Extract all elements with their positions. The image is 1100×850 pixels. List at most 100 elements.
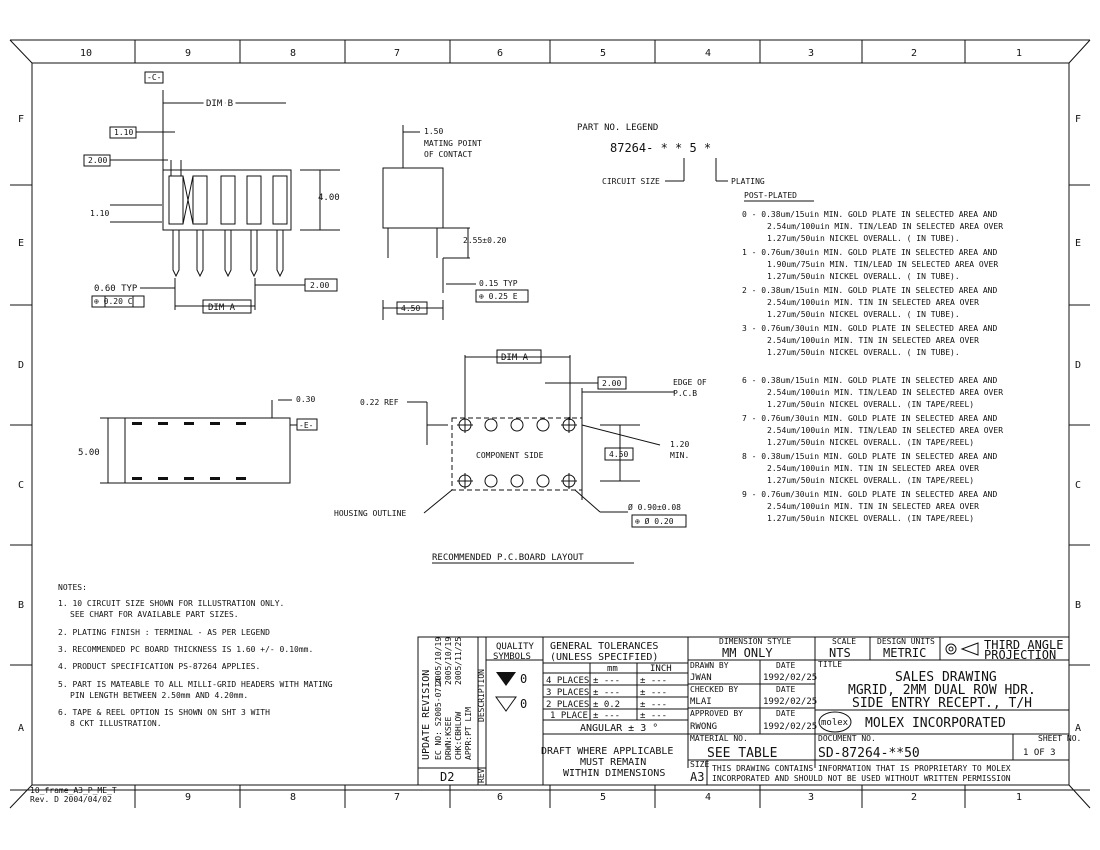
dim-255-label: 2.55±0.20: [463, 236, 507, 245]
zone-left-f: F: [18, 114, 24, 125]
drawing-text: 1.90um/75uin MIN. TIN/LEAD IN SELECTED A…: [767, 260, 998, 269]
dim-110-top: 1.10: [114, 128, 133, 137]
drawing-text: 0 - 0.38um/15uin MIN. GOLD PLATE IN SELE…: [742, 210, 997, 219]
projection-label-1: THIRD ANGLE: [984, 638, 1063, 652]
sheet-label: SHEET NO.: [1038, 734, 1081, 743]
rev-date-1: 2005/10/19: [434, 637, 443, 685]
dim-500-label: 5.00: [78, 448, 100, 458]
proprietary-line-2: INCORPORATED AND SHOULD NOT BE USED WITH…: [712, 774, 1011, 783]
drawing-text: 4 PLACES: [546, 676, 589, 686]
gen-tol-label-2: (UNLESS SPECIFIED): [550, 652, 658, 663]
company-name: MOLEX INCORPORATED: [865, 716, 1006, 731]
zone-bottom-3: 3: [808, 792, 814, 803]
housing-outline-label: HOUSING OUTLINE: [334, 509, 406, 518]
drawing-text: 3 - 0.76um/30uin MIN. GOLD PLATE IN SELE…: [742, 324, 997, 333]
draft-label-2: MUST REMAIN: [580, 757, 646, 768]
zone-right-c: C: [1075, 480, 1081, 491]
drawing-text: 1. 10 CIRCUIT SIZE SHOWN FOR ILLUSTRATIO…: [58, 599, 284, 608]
zone-top-10: 10: [80, 48, 92, 59]
title-block: QUALITY SYMBOLS 0 0 GENERAL TOLERANCES (…: [485, 636, 1081, 786]
quality-triangle-outline-icon: [495, 696, 517, 712]
scale-value: NTS: [829, 646, 851, 660]
rev-update-label: UPDATE REVISION: [421, 670, 432, 760]
pcb-layout-title: RECOMMENDED P.C.BOARD LAYOUT: [432, 553, 584, 563]
drawing-text: 2 PLACES: [546, 700, 589, 710]
drawing-text: 1.27um/50uin NICKEL OVERALL. ( IN TUBE).: [767, 272, 960, 281]
dim-style-value: MM ONLY: [722, 646, 773, 660]
rev-chkd: CHK:CBHLOW: [454, 712, 463, 760]
typ-015-label: 0.15 TYP: [479, 279, 518, 288]
sheet-frame: 10 9 8 7 6 5 4 3 2 1 9 8 7 6 5 4 3 2 1 F…: [9, 39, 1091, 809]
drawing-text: 4. PRODUCT SPECIFICATION PS-87264 APPLIE…: [58, 662, 260, 671]
zone-bottom-8: 8: [290, 792, 296, 803]
zone-bottom-1: 1: [1016, 792, 1022, 803]
plating-options: 0 - 0.38um/15uin MIN. GOLD PLATE IN SELE…: [742, 210, 1003, 523]
drawing-text: 2.54um/100uin MIN. TIN/LEAD IN SELECTED …: [767, 388, 1003, 397]
legend-post-plated: POST-PLATED: [744, 191, 797, 200]
title-line-1: SALES DRAWING: [895, 670, 997, 685]
dim-150-label: 1.50: [424, 127, 443, 136]
min-120-label: 1.20: [670, 440, 689, 449]
zone-bottom-2: 2: [911, 792, 917, 803]
legend-header: PART NO. LEGEND: [577, 123, 658, 133]
drawing-text: 2.54um/100uin MIN. TIN IN SELECTED AREA …: [767, 336, 979, 345]
drawing-text: 5. PART IS MATEABLE TO ALL MILLI-GRID HE…: [58, 680, 333, 689]
drawing-text: ± ---: [640, 676, 667, 686]
gen-tol-label-1: GENERAL TOLERANCES: [550, 641, 658, 652]
drawing-text: 6. TAPE & REEL OPTION IS SHOWN ON SHT 3 …: [58, 708, 270, 717]
drawing-text: 2.54um/100uin MIN. TIN IN SELECTED AREA …: [767, 502, 979, 511]
zone-top-6: 6: [497, 48, 503, 59]
tol-020c-label: ⊕ 0.20 C: [94, 297, 133, 306]
drawing-text: ± ---: [593, 688, 620, 698]
drawing-text: ± ---: [640, 688, 667, 698]
checked-date-label: DATE: [776, 685, 795, 694]
drawing-text: 6 - 0.38um/15uin MIN. GOLD PLATE IN SELE…: [742, 376, 997, 385]
pcb-label: P.C.B: [673, 389, 697, 398]
datum-e-label: -E-: [299, 421, 313, 430]
zone-bottom-4: 4: [705, 792, 711, 803]
drawing-text: 1.27um/50uin NICKEL OVERALL. (IN TAPE/RE…: [767, 514, 974, 523]
qsym-1: 0: [520, 672, 527, 686]
drawing-text: ± ---: [593, 711, 620, 721]
material-label: MATERIAL NO.: [690, 734, 748, 743]
notes: NOTES: 1. 10 CIRCUIT SIZE SHOWN FOR ILLU…: [58, 583, 333, 728]
zone-top-2: 2: [911, 48, 917, 59]
design-units-label: DESIGN UNITS: [877, 637, 935, 646]
drawing-text: 2 - 0.38um/15uin MIN. GOLD PLATE IN SELE…: [742, 286, 997, 295]
zone-top-3: 3: [808, 48, 814, 59]
side-view: -C- DIM B DIM B 1.10 2.00 1.10: [83, 71, 340, 314]
datum-c-label: -C-: [147, 73, 161, 82]
approved-by-value: RWONG: [690, 722, 717, 732]
angular-label: ANGULAR ± 3 °: [580, 723, 658, 734]
drawing-text: ± ---: [640, 711, 667, 721]
dim-a-pcb-label: DIM A: [501, 353, 529, 363]
legend-part-no: 87264- * * 5 *: [610, 141, 711, 155]
zone-right-e: E: [1075, 238, 1081, 249]
size-value: A3: [690, 770, 704, 784]
proprietary-line-1: THIS DRAWING CONTAINS INFORMATION THAT I…: [712, 764, 1011, 773]
bottom-view: 5.00 0.30 -E-: [78, 395, 318, 484]
drawing-text: 3 PLACES: [546, 688, 589, 698]
hole-tol-label: ⊕ Ø 0.20: [635, 516, 674, 526]
drawing-text: 1.27um/50uin NICKEL OVERALL. ( IN TUBE).: [767, 310, 960, 319]
drawing-text: 3. RECOMMENDED PC BOARD THICKNESS IS 1.6…: [58, 645, 313, 654]
zone-top-8: 8: [290, 48, 296, 59]
drawing-text: 8 CKT ILLUSTRATION.: [70, 719, 162, 728]
drawing-text: 2.54um/100uin MIN. TIN IN SELECTED AREA …: [767, 298, 979, 307]
zone-bottom-5: 5: [600, 792, 606, 803]
zone-right-a: A: [1075, 723, 1081, 734]
dim-200-bottom: 2.00: [310, 281, 329, 290]
revision-block: UPDATE REVISION EC NO: S2005-0714 DRWN:K…: [417, 636, 487, 786]
zone-bottom-7: 7: [394, 792, 400, 803]
checked-by-label: CHECKED BY: [690, 685, 738, 694]
zone-top-9: 9: [185, 48, 191, 59]
qsym-2: 0: [520, 697, 527, 711]
min-label: MIN.: [670, 451, 689, 460]
zone-top-5: 5: [600, 48, 606, 59]
drawn-date-label: DATE: [776, 661, 795, 670]
approved-by-label: APPROVED BY: [690, 709, 743, 718]
quality-label-1: QUALITY: [496, 642, 535, 652]
mating-point-label: MATING POINT: [424, 139, 482, 148]
approved-date-label: DATE: [776, 709, 795, 718]
rev-ec-no: EC NO: S2005-0714: [434, 678, 443, 760]
